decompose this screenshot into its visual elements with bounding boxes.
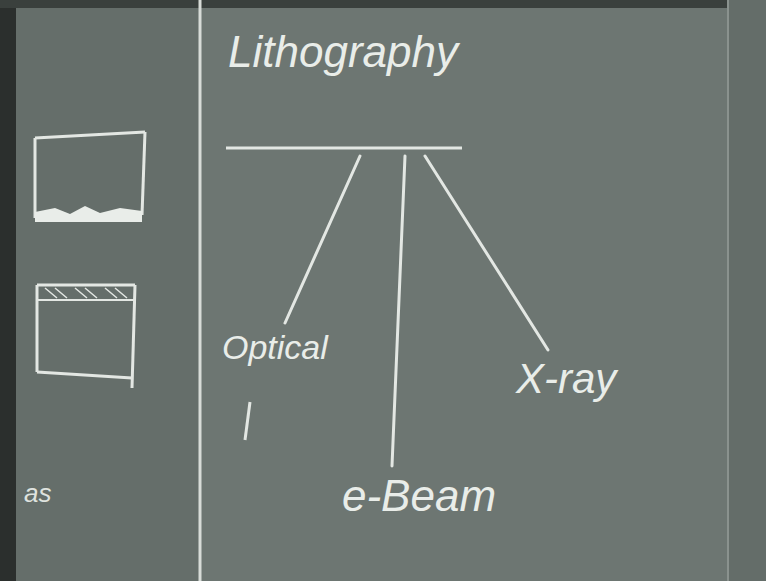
branch-term: e-Beam bbox=[336, 468, 502, 524]
board-left-panel bbox=[0, 0, 200, 581]
chalk-stroke bbox=[245, 402, 250, 440]
branch-term: X-ray bbox=[510, 352, 622, 406]
tree-bar bbox=[226, 147, 462, 150]
branch-line bbox=[392, 156, 405, 466]
fragment-text: as bbox=[24, 478, 51, 509]
branch-term: Optical bbox=[216, 325, 334, 370]
branch-line bbox=[425, 156, 548, 350]
board-right-panel bbox=[728, 0, 766, 581]
divider-line bbox=[727, 0, 729, 581]
wafer-sketch bbox=[35, 132, 145, 222]
root-term: Lithography bbox=[222, 24, 464, 80]
term-text: Lithography bbox=[228, 28, 458, 76]
term-text: e-Beam bbox=[342, 472, 496, 520]
term-text: X-ray bbox=[516, 356, 616, 402]
mask-sketch bbox=[37, 285, 135, 388]
board-top-edge bbox=[0, 0, 766, 8]
branch-line bbox=[285, 156, 360, 323]
term-text: Optical bbox=[222, 329, 328, 366]
board-edge bbox=[0, 0, 16, 581]
divider-line bbox=[199, 0, 202, 581]
